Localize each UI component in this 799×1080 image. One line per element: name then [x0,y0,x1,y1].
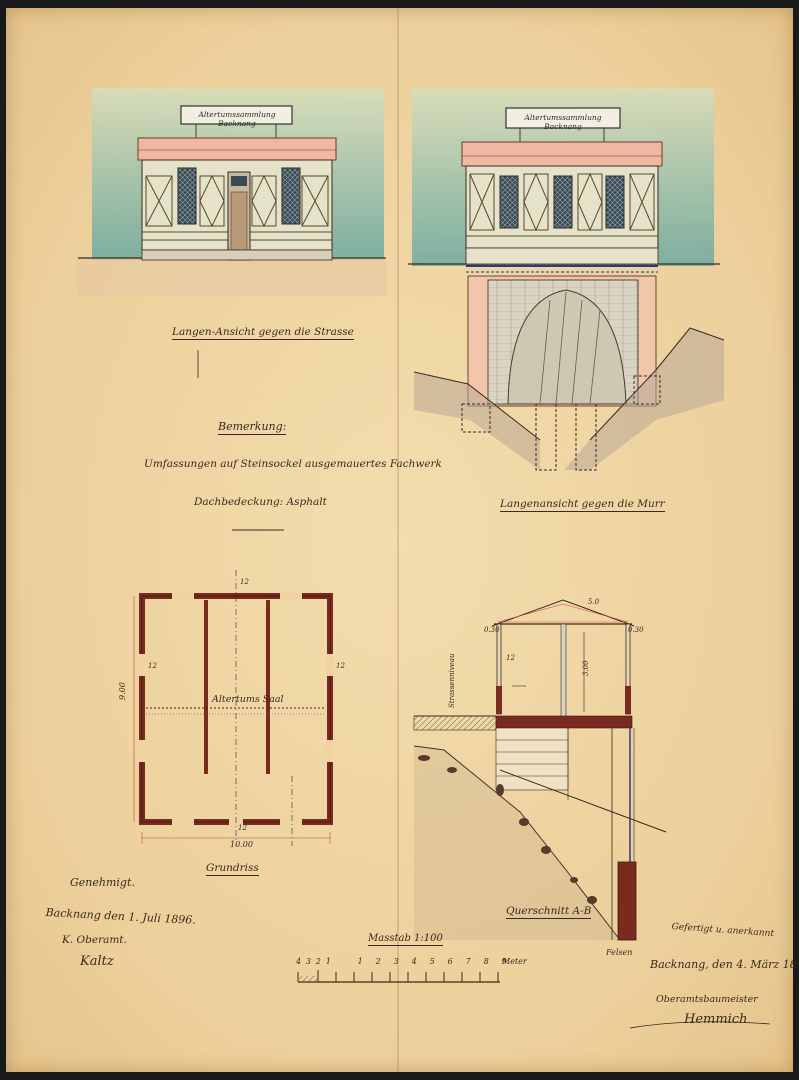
sheet-fold [397,8,399,1072]
plan-wall-dim-left: 12 [148,662,157,670]
section-caption: Querschnitt A-B [506,905,592,919]
author-signature: Hemmich [684,1012,748,1027]
room-label: Altertums Saal [212,694,284,705]
scale-tick-label: 2 [315,957,321,966]
plan-wall-dim-bottom: 12 [238,824,247,832]
scale-tick-label: 2 [375,957,381,966]
river-view-caption: Langenansicht gegen die Murr [500,498,665,512]
scale-tick-label: 4 [296,957,302,966]
remarks-line-2: Dachbedeckung: Asphalt [194,496,327,508]
scale-title: Masstab 1:100 [368,933,443,946]
river-elevation [408,88,725,471]
scale-tick-label: 8 [483,957,489,966]
place-date: Backnang, den 4. März 1896 [650,958,799,971]
scale-tick-label: 7 [465,957,471,966]
floor-plan-caption: Grundriss [206,862,259,876]
section-wall-label: 12 [506,654,515,662]
approval-line-3: K. Oberamt. [62,934,127,946]
section-dim-right: 0.30 [628,626,644,634]
section-ridge-label: 5.0 [588,598,600,606]
street-elevation [78,88,386,296]
scale-tick-label: 9 [501,957,507,966]
plan-width-dimension: 10.00 [230,840,253,849]
signature-flourish [629,1021,771,1029]
street-level-label: Strassenniveau [448,653,456,709]
remarks-line-1: Umfassungen auf Steinsockel ausgemauerte… [144,458,442,470]
scale-tick-label: 1 [325,957,331,966]
approval-signature: Kaltz [80,954,114,969]
remarks-heading: Bemerkung: [218,420,287,435]
scale-tick-label: 6 [447,957,453,966]
street-view-caption: Langen-Ansicht gegen die Strasse [172,326,354,340]
scale-tick-label: 5 [429,957,435,966]
floor-plan [133,570,333,846]
cross-section [413,599,667,941]
scale-tick-label: 3 [393,957,399,966]
scale-tick-label: 3 [305,957,311,966]
scale-tick-label: 4 [411,957,417,966]
river-sign-label: Altertumssammlung Backnang [524,113,602,131]
plan-depth-dimension: 9.00 [118,682,127,700]
approval-line-1: Genehmigt. [70,876,135,889]
section-dim-left: 0.30 [484,626,500,634]
plan-wall-dim-top: 12 [240,578,249,586]
plan-wall-dim-right: 12 [336,662,345,670]
rock-label: Felsen [606,948,633,957]
scale-tick-label: 1 [357,957,363,966]
street-sign-label: Altertumssammlung Backnang [198,110,276,128]
section-height-label: 3.00 [582,660,590,676]
author-role: Oberamtsbaumeister [656,994,758,1005]
scale-unit-label: Meter [502,957,527,966]
scale-bar [297,970,500,983]
